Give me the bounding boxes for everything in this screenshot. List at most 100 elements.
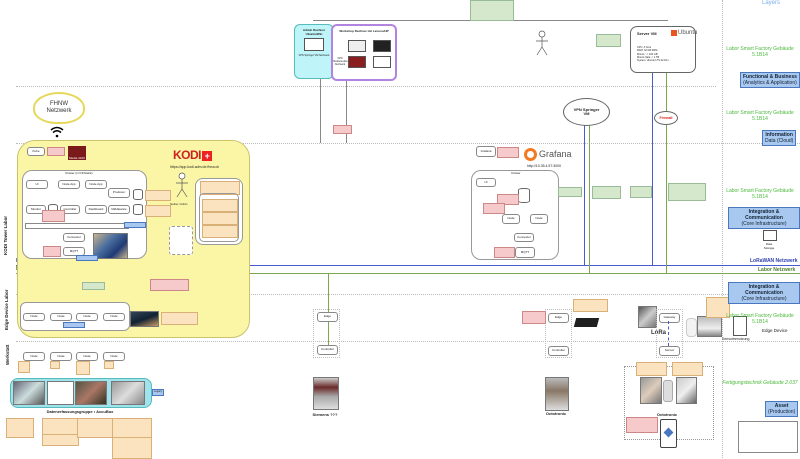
service-box[interactable]: Controller xyxy=(60,205,80,214)
grafana-node[interactable]: MQTT xyxy=(515,247,535,258)
lorawan-group xyxy=(656,309,683,358)
service-box[interactable]: Producer xyxy=(108,188,130,198)
layer-asset: Asset(Production) xyxy=(765,401,799,417)
legend-box xyxy=(738,421,798,453)
sensor-device xyxy=(686,318,697,337)
edge-device-photo xyxy=(130,311,159,327)
grafana-url[interactable]: http://10.35.4.57:3000 xyxy=(527,164,562,168)
service-box[interactable]: MQTT xyxy=(63,247,85,256)
service-box[interactable]: Node App xyxy=(58,180,80,189)
admin-link xyxy=(320,78,321,143)
layer-divider xyxy=(16,294,800,295)
layers-column-divider xyxy=(722,0,723,458)
blue-tag xyxy=(63,322,85,328)
blue-tag xyxy=(76,255,98,261)
grafana-cluster-title: Cluster xyxy=(511,171,521,175)
edge-node[interactable]: Node xyxy=(103,313,125,321)
siemens-node[interactable]: Edge xyxy=(317,312,338,322)
config-note xyxy=(202,225,238,238)
data-storage-label: Data Storage xyxy=(763,242,775,250)
machine-note xyxy=(6,418,34,438)
layer-title: Integration & Communication xyxy=(745,209,783,221)
machine-photo xyxy=(47,381,74,405)
lorawan-line xyxy=(16,265,800,266)
layer-title: Integration & Communication xyxy=(745,284,783,296)
octotronic-photo xyxy=(545,377,569,411)
edge-node[interactable]: Node xyxy=(50,313,72,321)
layer-integration-edge: Integration & Communication(Core Infrast… xyxy=(728,282,800,304)
werkstatt-note xyxy=(104,361,114,369)
kodi-tower-label: KODI Tower Labor xyxy=(3,215,8,255)
werkstatt-node[interactable]: Node xyxy=(76,352,98,361)
service-box[interactable]: Monitor xyxy=(26,205,46,214)
werkstatt-note xyxy=(50,361,60,369)
service-box[interactable]: Middleware xyxy=(108,205,130,214)
info-note xyxy=(668,183,706,201)
service-box[interactable]: Dashboard xyxy=(85,205,107,214)
layer-divider xyxy=(16,86,716,87)
octotronic-node[interactable]: Edge xyxy=(548,313,569,323)
grafana-pink xyxy=(497,147,519,158)
note xyxy=(497,194,519,205)
workshop-link xyxy=(346,78,347,143)
tablet-icon xyxy=(660,419,677,448)
siemens-label: Siemens ??? xyxy=(312,412,338,417)
service-box[interactable]: UI xyxy=(26,180,48,189)
cloud-box xyxy=(169,226,193,255)
note xyxy=(483,203,505,214)
database-icon xyxy=(133,189,143,200)
lora-node[interactable]: Sensor xyxy=(659,346,680,356)
server-vm-box[interactable]: Server VM Ubuntu CPU: 4 Core RAM: 32 GB … xyxy=(630,26,697,73)
vpn-cloud: VPN Springer VM xyxy=(563,98,610,126)
media-logo: Media 4100 xyxy=(68,146,86,160)
layer-integration: Integration & Communication(Core Infrast… xyxy=(728,207,800,229)
lora-photo xyxy=(638,306,657,328)
service-box[interactable]: Node App xyxy=(85,180,107,189)
user-icon xyxy=(535,30,549,63)
config-note xyxy=(202,199,238,212)
labor-label-right: Labor Netzwerk xyxy=(758,267,796,273)
blue-uplink xyxy=(584,118,585,265)
grafana-node[interactable]: Connector xyxy=(514,233,534,242)
edge-node[interactable]: Node xyxy=(23,313,45,321)
machine-photo xyxy=(13,381,45,405)
note xyxy=(42,210,65,222)
user-icon xyxy=(175,172,189,205)
workshop-title: Workshop Rechner mit Lenovo/HP xyxy=(339,29,389,33)
admin-caption: VPN Springer VM Netzwerk xyxy=(298,54,330,57)
octotronic-node[interactable]: Controller xyxy=(548,346,569,356)
kodi-url[interactable]: https://app.kodi.adm.de.fhnw.ch xyxy=(170,165,220,169)
werkstatt-label: Werkstatt xyxy=(5,344,10,365)
note xyxy=(43,246,61,257)
machine-legacy-button[interactable]: Legacy xyxy=(152,389,164,396)
kodi-hardware-photo xyxy=(93,233,128,259)
database-icon xyxy=(518,188,530,203)
octotronic-note xyxy=(522,311,546,324)
edge-device-side-label: Edge Device xyxy=(762,328,788,333)
werkstatt-note xyxy=(76,361,90,375)
service-box[interactable]: Kube xyxy=(27,147,45,156)
media-logo-label: Media 4100 xyxy=(69,156,85,160)
layers-title: Layers xyxy=(762,0,781,6)
edge-device-label: Edge Device Labor xyxy=(4,289,9,330)
lora-node[interactable]: Gateway xyxy=(659,313,680,323)
admin-panel: Admin Rechner Ubuntu/Win VPN Springer VM… xyxy=(294,24,334,79)
edge-node[interactable]: Node xyxy=(76,313,98,321)
siemens-node[interactable]: Controller xyxy=(317,345,338,355)
grafana-node[interactable]: Node xyxy=(502,214,520,224)
siemens-photo xyxy=(313,377,339,410)
green-uplink xyxy=(589,118,590,273)
octotronic-group xyxy=(545,309,572,358)
layer-subtitle: (Core Infrastructure) xyxy=(741,221,787,227)
grafana-node[interactable]: Grafana xyxy=(476,146,496,157)
werkstatt-node[interactable]: Node xyxy=(23,352,45,361)
werkstatt-node[interactable]: Node xyxy=(50,352,72,361)
werkstatt-node[interactable]: Node xyxy=(103,352,125,361)
note xyxy=(494,247,515,258)
service-box[interactable]: Connector xyxy=(63,233,85,242)
grafana-node[interactable]: UI xyxy=(476,178,496,187)
layer-subtitle: (Analytics & Application) xyxy=(743,80,797,86)
grafana-node[interactable]: Node xyxy=(530,214,548,224)
lora-sensor-note xyxy=(672,362,703,376)
data-storage-icon xyxy=(763,230,777,241)
